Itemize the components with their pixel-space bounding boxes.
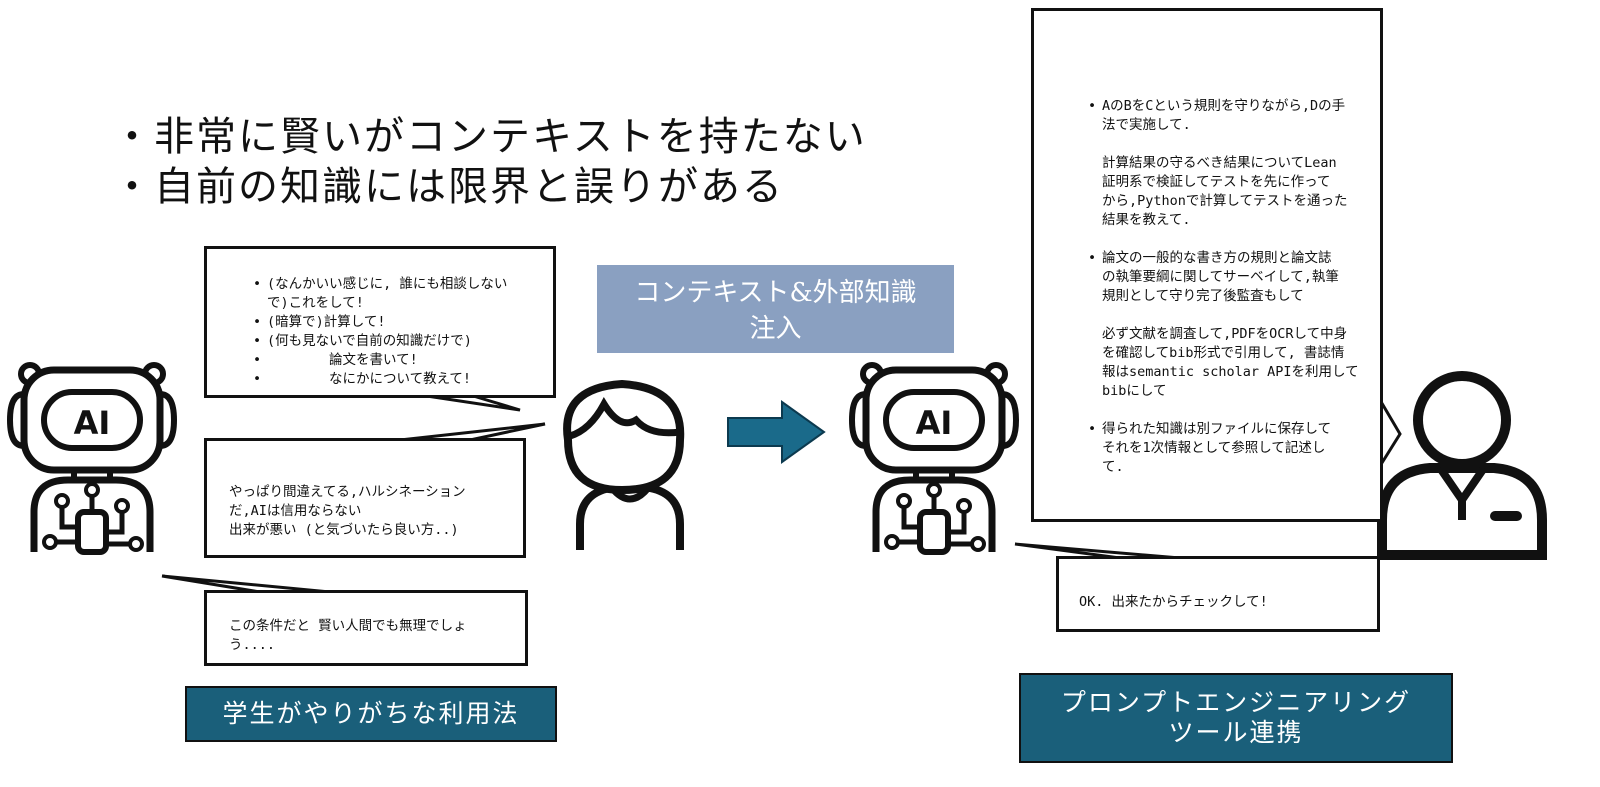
ai-reply-line: う.... — [229, 637, 276, 653]
context-injection-box: コンテキスト&外部知識 注入 — [597, 265, 954, 353]
prompt-item: AのBをCという規則を守りながら,Dの手 法で実施して. — [1088, 97, 1380, 135]
ai-robot-left-icon: AI — [10, 365, 174, 552]
request-line: で)これをして! — [267, 295, 364, 311]
prompt-line: 得られた知識は別ファイルに保存して — [1102, 421, 1332, 437]
ok-line: OK. 出来たからチェックして! — [1079, 594, 1268, 610]
caption-prompt-engineering-line-1: プロンプトエンジニアリング — [1060, 688, 1412, 717]
prompt-item: 必ず文献を調査して,PDFをOCRして中身 を確認してbib形式で引用して, 書… — [1102, 325, 1380, 401]
complaint-bubble: やっぱり間違えてる,ハルシネーション だ,AIは信用ならない 出来が悪い (と気… — [204, 438, 526, 558]
prompt-line: 規則として守り完了後監査もして — [1102, 288, 1304, 304]
ok-bubble: OK. 出来たからチェックして! — [1056, 556, 1380, 632]
prompt-item: 得られた知識は別ファイルに保存して それを1次情報として参照して記述し て. — [1088, 420, 1380, 477]
prompt-line: 報はsemantic scholar APIを利用して — [1102, 364, 1359, 380]
request-bubble-tail — [419, 393, 521, 412]
complaint-line: 出来が悪い (と気づいたら良い方..) — [229, 522, 459, 538]
prompt-line: 法で実施して. — [1102, 117, 1191, 133]
prompt-line: の執筆要綱に関してサーベイして,執筆 — [1102, 269, 1339, 285]
prompt-line: 計算結果の守るべき結果についてLean — [1102, 155, 1337, 171]
prompt-item: 計算結果の守るべき結果についてLean 証明系で検証してテストを先に作って から… — [1102, 154, 1380, 230]
request-line: (暗算で)計算して! — [253, 313, 553, 332]
prompt-bubble-tail — [1378, 399, 1402, 467]
ai-reply-bubble: この条件だと 賢い人間でも無理でしょ う.... — [204, 590, 528, 666]
ai-badge-left: AI — [74, 404, 111, 442]
prompt-line: から,Pythonで計算してテストを通った — [1102, 193, 1348, 209]
request-line: 論文を書いて! — [253, 351, 553, 370]
right-arrow-icon — [727, 400, 826, 464]
ai-robot-middle-icon: AI — [852, 365, 1016, 552]
complaint-line: やっぱり間違えてる,ハルシネーション — [229, 484, 466, 500]
caption-student-usage-text: 学生がやりがちな利用法 — [222, 699, 520, 728]
caption-prompt-engineering: プロンプトエンジニアリング ツール連携 — [1019, 673, 1453, 763]
context-line-2: 注入 — [749, 314, 802, 344]
prompt-line: 証明系で検証してテストを先に作って — [1102, 174, 1331, 190]
ok-bubble-tail — [1014, 542, 1181, 560]
caption-prompt-engineering-line-2: ツール連携 — [1168, 718, 1304, 747]
prompt-line: AのBをCという規則を守りながら,Dの手 — [1102, 98, 1346, 114]
complaint-line: だ,AIは信用ならない — [229, 503, 362, 519]
prompt-line: 結果を教えて. — [1102, 212, 1191, 228]
complaint-bubble-tail — [399, 422, 546, 442]
prompt-bubble: AのBをCという規則を守りながら,Dの手 法で実施して. 計算結果の守るべき結果… — [1031, 8, 1383, 522]
request-line: なにかについて教えて! — [253, 370, 553, 389]
prompt-line: 必ず文献を調査して,PDFをOCRして中身 — [1102, 326, 1348, 342]
context-line-1: コンテキスト&外部知識 — [634, 278, 917, 308]
request-line: (何も見ないで自前の知識だけで) — [253, 332, 553, 351]
request-bubble: (なんかいい感じに, 誰にも相談しない で)これをして! (暗算で)計算して! … — [204, 246, 556, 398]
prompt-line: て. — [1102, 459, 1124, 475]
prompt-line: を確認してbib形式で引用して, 書誌情 — [1102, 345, 1345, 361]
prompt-line: bibにして — [1102, 383, 1167, 399]
headline-line-1: ・非常に賢いがコンテキストを持たない — [112, 114, 867, 160]
ai-reply-line: この条件だと 賢い人間でも無理でしょ — [229, 618, 467, 634]
headline: ・非常に賢いがコンテキストを持たない ・自前の知識には限界と誤りがある — [112, 112, 867, 212]
prompt-line: それを1次情報として参照して記述し — [1102, 440, 1326, 456]
student-icon — [563, 379, 685, 550]
caption-student-usage: 学生がやりがちな利用法 — [185, 686, 557, 742]
request-line: (なんかいい感じに, 誰にも相談しない — [253, 275, 553, 294]
ai-bubble-tail — [161, 574, 331, 594]
prompt-item: 論文の一般的な書き方の規則と論文誌 の執筆要綱に関してサーベイして,執筆 規則と… — [1088, 249, 1380, 306]
prompt-line: 論文の一般的な書き方の規則と論文誌 — [1102, 250, 1332, 266]
headline-line-2: ・自前の知識には限界と誤りがある — [112, 164, 784, 210]
ai-badge-middle: AI — [916, 404, 953, 442]
engineer-icon — [1377, 371, 1547, 560]
